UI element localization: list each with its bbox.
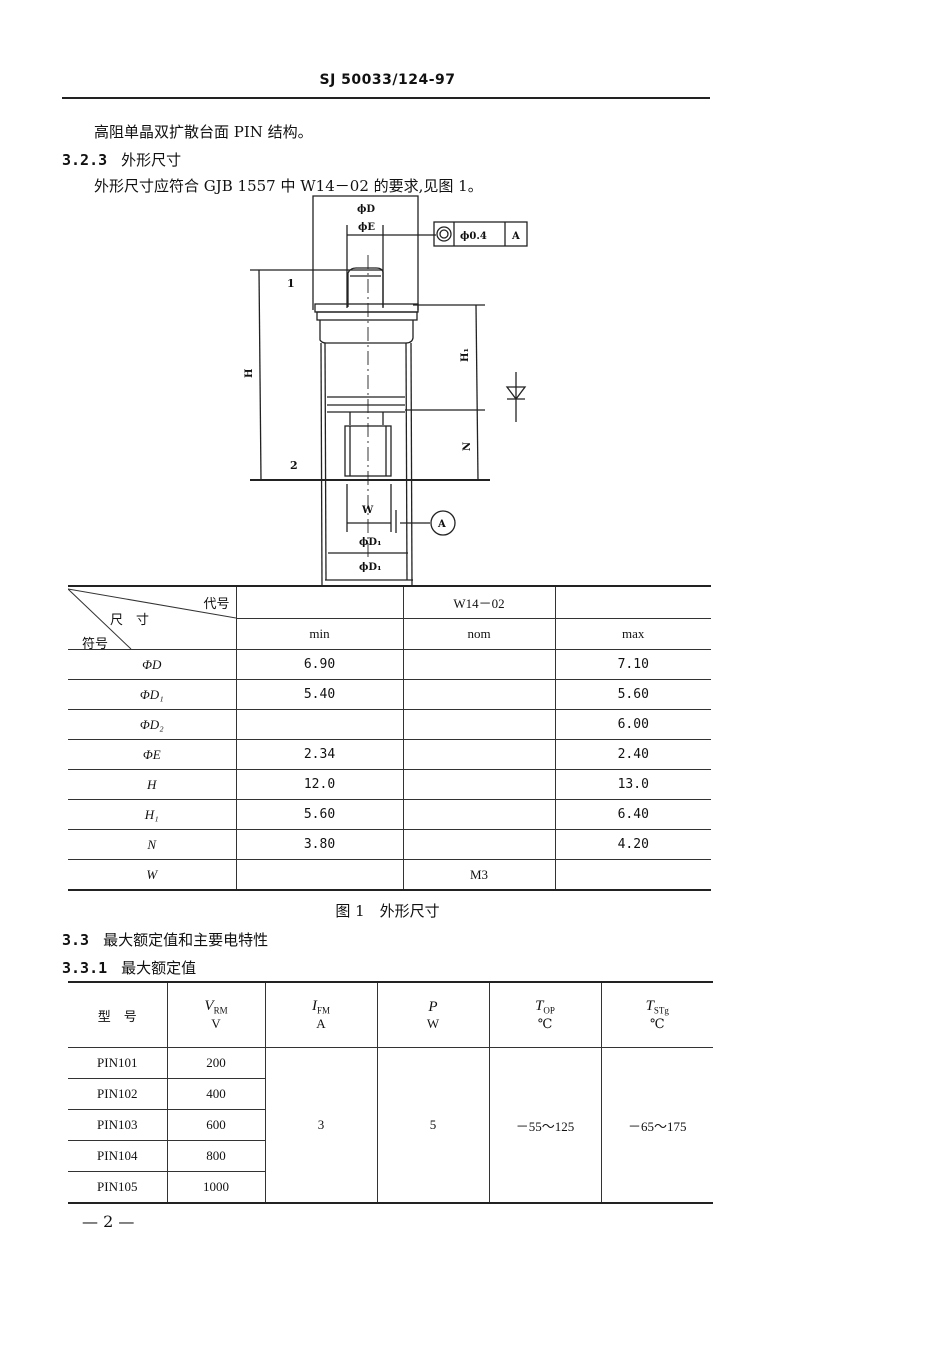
label-datum-ref: A (511, 231, 520, 242)
header-rule (62, 97, 710, 99)
label-H1: H₁ (460, 348, 471, 362)
label-phiE: ϕE (358, 222, 375, 233)
document-code: SJ 50033/124-97 (319, 72, 456, 88)
paragraph-dimensions: 外形尺寸应符合 GJB 1557 中 W14－02 的要求,见图 1。 (94, 177, 483, 195)
diagonal-lines (68, 588, 236, 649)
outline-drawing: ϕD ϕE ϕ0.4 A 1 2 W A ϕD₁ ϕD₁ H H₁ N (244, 195, 528, 585)
col-max: max (554, 617, 711, 650)
label-plane-2: 2 (290, 459, 298, 472)
col-nom: nom (402, 617, 555, 650)
section-title: 最大额定值 (121, 959, 197, 977)
corner-size-label: 尺 寸 (110, 612, 150, 627)
label-phiD1-inner: ϕD₁ (359, 537, 381, 548)
section-3-3: 3.3 最大额定值和主要电特性 (62, 929, 268, 950)
label-N: N (462, 442, 473, 451)
page-number: — 2 — (82, 1212, 135, 1231)
section-title: 外形尺寸 (121, 151, 182, 169)
section-number: 3.3 (62, 931, 90, 949)
figure-caption: 图 1 外形尺寸 (335, 902, 440, 920)
corner-code-label: 代号 (203, 596, 230, 611)
col-min: min (235, 617, 403, 650)
top-range: －55～125 (488, 1047, 601, 1204)
section-3-2-3: 3.2.3 外形尺寸 (62, 149, 181, 170)
section-3-3-1: 3.3.1 最大额定值 (62, 957, 196, 978)
label-tolerance: ϕ0.4 (460, 231, 487, 242)
label-plane-1: 1 (287, 277, 295, 290)
paragraph-structure: 高阻单晶双扩散台面 PIN 结构。 (94, 123, 313, 141)
label-datum-A: A (437, 519, 446, 530)
label-phiD1-outer: ϕD₁ (359, 562, 381, 573)
header-model: 型 号 (68, 981, 167, 1048)
section-number: 3.3.1 (62, 959, 108, 977)
header-tstg: TSTg℃ (600, 981, 713, 1048)
package-code: W14－02 (402, 585, 555, 618)
tstg-range: －65～175 (600, 1047, 713, 1204)
label-H: H (244, 369, 255, 378)
section-title: 最大额定值和主要电特性 (103, 931, 269, 949)
ifm-value: 3 (264, 1047, 377, 1204)
label-phiD: ϕD (357, 204, 375, 215)
corner-header-cell: 代号 尺 寸 符号 (68, 585, 236, 651)
label-W: W (361, 505, 374, 516)
corner-symbol-label: 符号 (82, 636, 109, 651)
p-value: 5 (376, 1047, 489, 1204)
header-top: TOP℃ (488, 981, 601, 1048)
section-number: 3.2.3 (62, 151, 108, 169)
table-row: PIN101 200 3 5 －55～125 －65～175 (68, 1047, 713, 1204)
